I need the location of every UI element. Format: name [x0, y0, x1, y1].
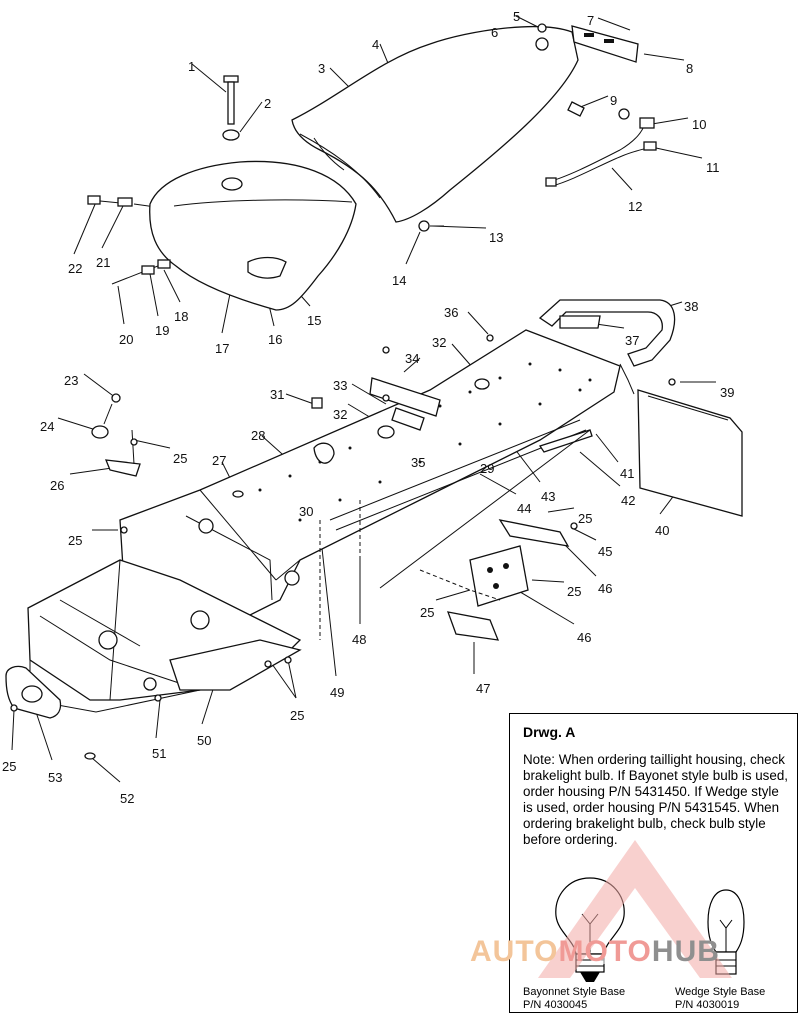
callout-label: 26 — [50, 478, 64, 493]
callout-label: 25 — [290, 708, 304, 723]
callout-label: 42 — [621, 493, 635, 508]
front-parts — [5, 639, 302, 760]
callout-label: 52 — [120, 791, 134, 806]
callout-label: 7 — [587, 13, 594, 28]
callout-label: 40 — [655, 523, 669, 538]
callout-label: 9 — [610, 93, 617, 108]
callout-label: 46 — [577, 630, 591, 645]
note-text: Note: When ordering taillight housing, c… — [523, 752, 788, 847]
callout-label: 21 — [96, 255, 110, 270]
bayonet-bulb-caption: Bayonnet Style Base P/N 4030045 — [523, 986, 626, 1011]
wedge-bulb-caption: Wedge Style Base P/N 4030019 — [675, 986, 766, 1011]
callout-label: 48 — [352, 632, 366, 647]
seat-fastener — [535, 23, 549, 51]
callout-label: 45 — [598, 544, 612, 559]
callout-label: 25 — [68, 533, 82, 548]
callout-label: 46 — [598, 581, 612, 596]
callout-label: 28 — [251, 428, 265, 443]
callout-label: 25 — [2, 759, 16, 774]
callout-label: 43 — [541, 489, 555, 504]
callout-label: 16 — [268, 332, 282, 347]
drawing-a-note: Drwg. A Note: When ordering taillight ho… — [509, 713, 798, 1013]
wiring-harness — [545, 108, 657, 187]
callout-label: 17 — [215, 341, 229, 356]
callout-label: 49 — [330, 685, 344, 700]
callout-label: 53 — [48, 770, 62, 785]
callout-label: 41 — [620, 466, 634, 481]
fuel-tank — [149, 160, 357, 311]
seat-bolt — [418, 220, 444, 232]
callout-label: 2 — [264, 96, 271, 111]
taillight-bracket — [571, 25, 639, 63]
note-title: Drwg. A — [523, 724, 576, 740]
tunnel-chassis — [27, 329, 621, 713]
fasteners — [10, 346, 390, 712]
snow-flap — [637, 389, 743, 517]
callout-label: 31 — [270, 387, 284, 402]
callout-label: 3 — [318, 61, 325, 76]
fuel-lines — [87, 195, 171, 285]
callout-label: 34 — [405, 351, 419, 366]
callout-label: 6 — [491, 25, 498, 40]
left-bracket — [91, 393, 141, 477]
callout-label: 11 — [706, 160, 720, 175]
callout-label: 24 — [40, 419, 54, 434]
callout-label: 5 — [513, 9, 520, 24]
callout-label: 14 — [392, 273, 406, 288]
callout-label: 4 — [372, 37, 379, 52]
callout-label: 50 — [197, 733, 211, 748]
callout-label: 25 — [578, 511, 592, 526]
callout-label: 32 — [333, 407, 347, 422]
bayonet-bulb-icon — [555, 877, 625, 982]
slide-rails — [329, 419, 593, 589]
callout-label: 33 — [333, 378, 347, 393]
callout-label: 1 — [188, 59, 195, 74]
callout-label: 25 — [173, 451, 187, 466]
callout-label: 27 — [212, 453, 226, 468]
callout-label: 35 — [411, 455, 425, 470]
rear-brackets — [446, 519, 578, 641]
tunnel-hardware — [311, 334, 494, 464]
callout-label: 19 — [155, 323, 169, 338]
gas-cap — [222, 75, 240, 141]
callout-label: 8 — [686, 61, 693, 76]
callout-label: 47 — [476, 681, 490, 696]
callout-label: 13 — [489, 230, 503, 245]
callout-label: 20 — [119, 332, 133, 347]
callout-label: 38 — [684, 299, 698, 314]
callout-label: 10 — [692, 117, 706, 132]
rear-bumper — [538, 299, 676, 395]
wedge-bulb-icon — [707, 889, 745, 975]
callout-label: 15 — [307, 313, 321, 328]
callout-label: 32 — [432, 335, 446, 350]
callout-label: 23 — [64, 373, 78, 388]
callout-label: 51 — [152, 746, 166, 761]
callout-label: 25 — [567, 584, 581, 599]
callout-label: 36 — [444, 305, 458, 320]
seat-clip — [567, 101, 585, 117]
callout-label: 37 — [625, 333, 639, 348]
callout-label: 12 — [628, 199, 642, 214]
reference-lines — [319, 500, 501, 640]
flap-screw — [668, 378, 676, 386]
callout-label: 30 — [299, 504, 313, 519]
callout-label: 18 — [174, 309, 188, 324]
callout-label: 29 — [480, 461, 494, 476]
callout-label: 44 — [517, 501, 531, 516]
seat — [291, 25, 579, 223]
callout-label: 39 — [720, 385, 734, 400]
callout-numbers: 1234567891011121314151617181920212223242… — [2, 9, 734, 806]
callout-label: 25 — [420, 605, 434, 620]
callout-label: 22 — [68, 261, 82, 276]
